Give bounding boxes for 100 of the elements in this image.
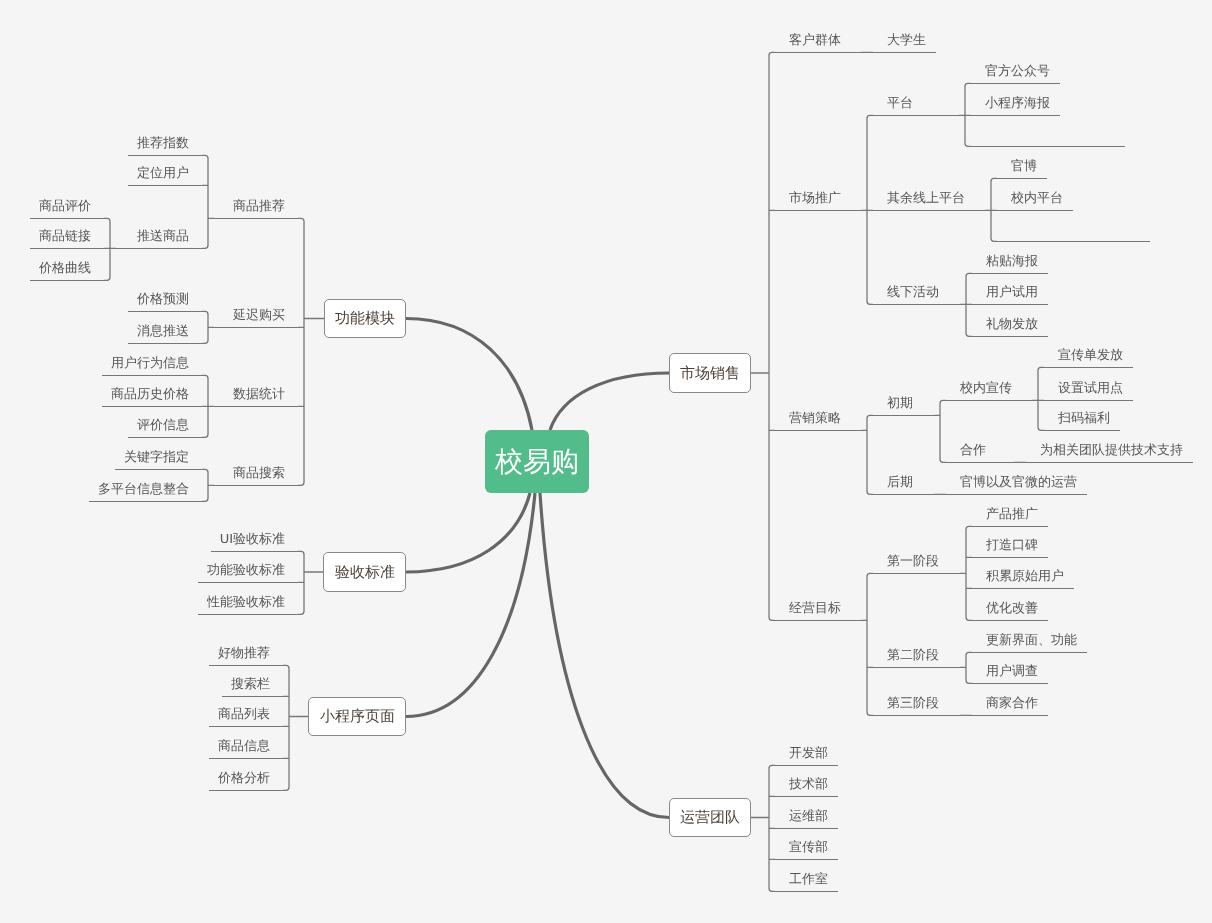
branch-label: 商品信息 [209, 735, 283, 759]
branch-label: 后期 [873, 471, 934, 495]
bracket-connector [1031, 366, 1045, 431]
branch-label: 粘贴海报 [972, 250, 1048, 274]
branch-label: 第一阶段 [873, 550, 960, 574]
branch-label: 开发部 [775, 742, 838, 766]
bracket-connector [201, 154, 215, 249]
bracket-connector [959, 272, 973, 337]
branch-label: 更新界面、功能 [972, 629, 1087, 653]
branch-label: 功能验收标准 [198, 559, 298, 583]
branch-label: 工作室 [775, 868, 838, 892]
branch-label: 优化改善 [972, 597, 1048, 621]
bracket-connector [984, 177, 998, 242]
topic-box: 小程序页面 [308, 697, 406, 736]
branch-label: 用户试用 [972, 281, 1048, 305]
branch-label: 宣传部 [775, 836, 838, 860]
branch-label: 价格曲线 [30, 257, 104, 281]
bracket-connector [297, 550, 324, 615]
branch-label: 扫码福利 [1044, 407, 1120, 431]
topic-box: 验收标准 [323, 552, 406, 592]
branch-label: 运维部 [775, 805, 838, 829]
branch-label: 消息推送 [128, 320, 202, 344]
curved-connector [405, 492, 537, 719]
branch-label: 第三阶段 [873, 692, 960, 716]
curved-connector [538, 492, 670, 820]
branch-label: 官方公众号 [971, 60, 1060, 84]
bracket-connector [750, 764, 776, 892]
branch-label: 打造口碑 [972, 534, 1048, 558]
branch-label: 设置试用点 [1044, 377, 1133, 401]
branch-label: 延迟购买 [214, 304, 298, 328]
bracket-connector [860, 114, 874, 305]
branch-label: 价格分析 [209, 767, 283, 791]
branch-label: 官博 [997, 155, 1047, 179]
branch-label: 商品搜索 [214, 462, 298, 486]
bracket-connector [933, 399, 947, 463]
branch-label: 第二阶段 [873, 644, 960, 668]
bracket-connector [860, 572, 874, 716]
branch-label: 商品推荐 [214, 195, 298, 219]
branch-label: 搜索栏 [222, 673, 283, 697]
bracket-connector [959, 714, 973, 716]
branch-label: 商家合作 [972, 692, 1048, 716]
branch-label: UI验收标准 [210, 528, 298, 552]
bracket-connector [959, 651, 973, 684]
topic-box: 功能模块 [324, 299, 406, 338]
branch-label: 商品列表 [209, 703, 283, 727]
branch-label: 客户群体 [775, 29, 861, 53]
branch-label: 商品评价 [30, 195, 104, 219]
branch-label: 积累原始用户 [972, 565, 1074, 589]
branch-label: 宣传单发放 [1044, 344, 1133, 368]
blank-branch-line [971, 145, 1125, 147]
curved-connector [405, 316, 534, 431]
branch-label: 好物推荐 [209, 642, 283, 666]
central-topic-box: 校易购 [485, 430, 589, 493]
curved-connector [548, 371, 670, 431]
bracket-connector [860, 51, 874, 53]
topic-box: 运营团队 [669, 798, 751, 837]
bracket-connector [201, 374, 215, 438]
branch-label: 为相关团队提供技术支持 [1026, 439, 1193, 463]
branch-label: 技术部 [775, 773, 838, 797]
branch-label: 市场推广 [775, 187, 861, 211]
bracket-connector [282, 664, 309, 791]
branch-label: 商品历史价格 [102, 383, 202, 407]
curved-connector [405, 492, 532, 574]
branch-label: 营销策略 [775, 407, 861, 431]
bracket-connector [933, 493, 947, 495]
bracket-connector [750, 51, 776, 621]
bracket-connector [201, 310, 215, 344]
branch-label: 礼物发放 [972, 313, 1048, 337]
branch-label: 产品推广 [972, 503, 1048, 527]
branch-label: 平台 [873, 92, 959, 116]
bracket-connector [297, 217, 325, 486]
branch-label: 用户调查 [972, 660, 1048, 684]
bracket-connector [201, 468, 215, 502]
branch-label: 用户行为信息 [102, 352, 202, 376]
branch-label: 经营目标 [775, 597, 861, 621]
branch-label: 其余线上平台 [873, 187, 985, 211]
branch-label: 小程序海报 [971, 92, 1060, 116]
branch-label: 大学生 [873, 29, 936, 53]
branch-label: 推荐指数 [128, 132, 202, 156]
branch-label: 校内平台 [997, 187, 1073, 211]
branch-label: 初期 [873, 392, 934, 416]
branch-label: 合作 [946, 439, 1014, 463]
branch-label: 线下活动 [873, 281, 960, 305]
branch-label: 校内宣传 [946, 377, 1032, 401]
branch-label: 推送商品 [116, 225, 202, 249]
bracket-connector [860, 414, 874, 495]
branch-label: 评价信息 [128, 414, 202, 438]
branch-label: 价格预测 [128, 288, 202, 312]
topic-box: 市场销售 [669, 353, 751, 393]
bracket-connector [958, 82, 972, 147]
branch-label: 关键字指定 [115, 446, 202, 470]
bracket-connector [1013, 461, 1027, 463]
branch-label: 数据统计 [214, 383, 298, 407]
branch-label: 官博以及官微的运营 [946, 471, 1087, 495]
branch-label: 商品链接 [30, 225, 104, 249]
bracket-connector [103, 217, 117, 281]
branch-label: 定位用户 [128, 162, 202, 186]
blank-branch-line [997, 240, 1150, 242]
branch-label: 多平台信息整合 [89, 478, 202, 502]
bracket-connector [959, 525, 973, 621]
